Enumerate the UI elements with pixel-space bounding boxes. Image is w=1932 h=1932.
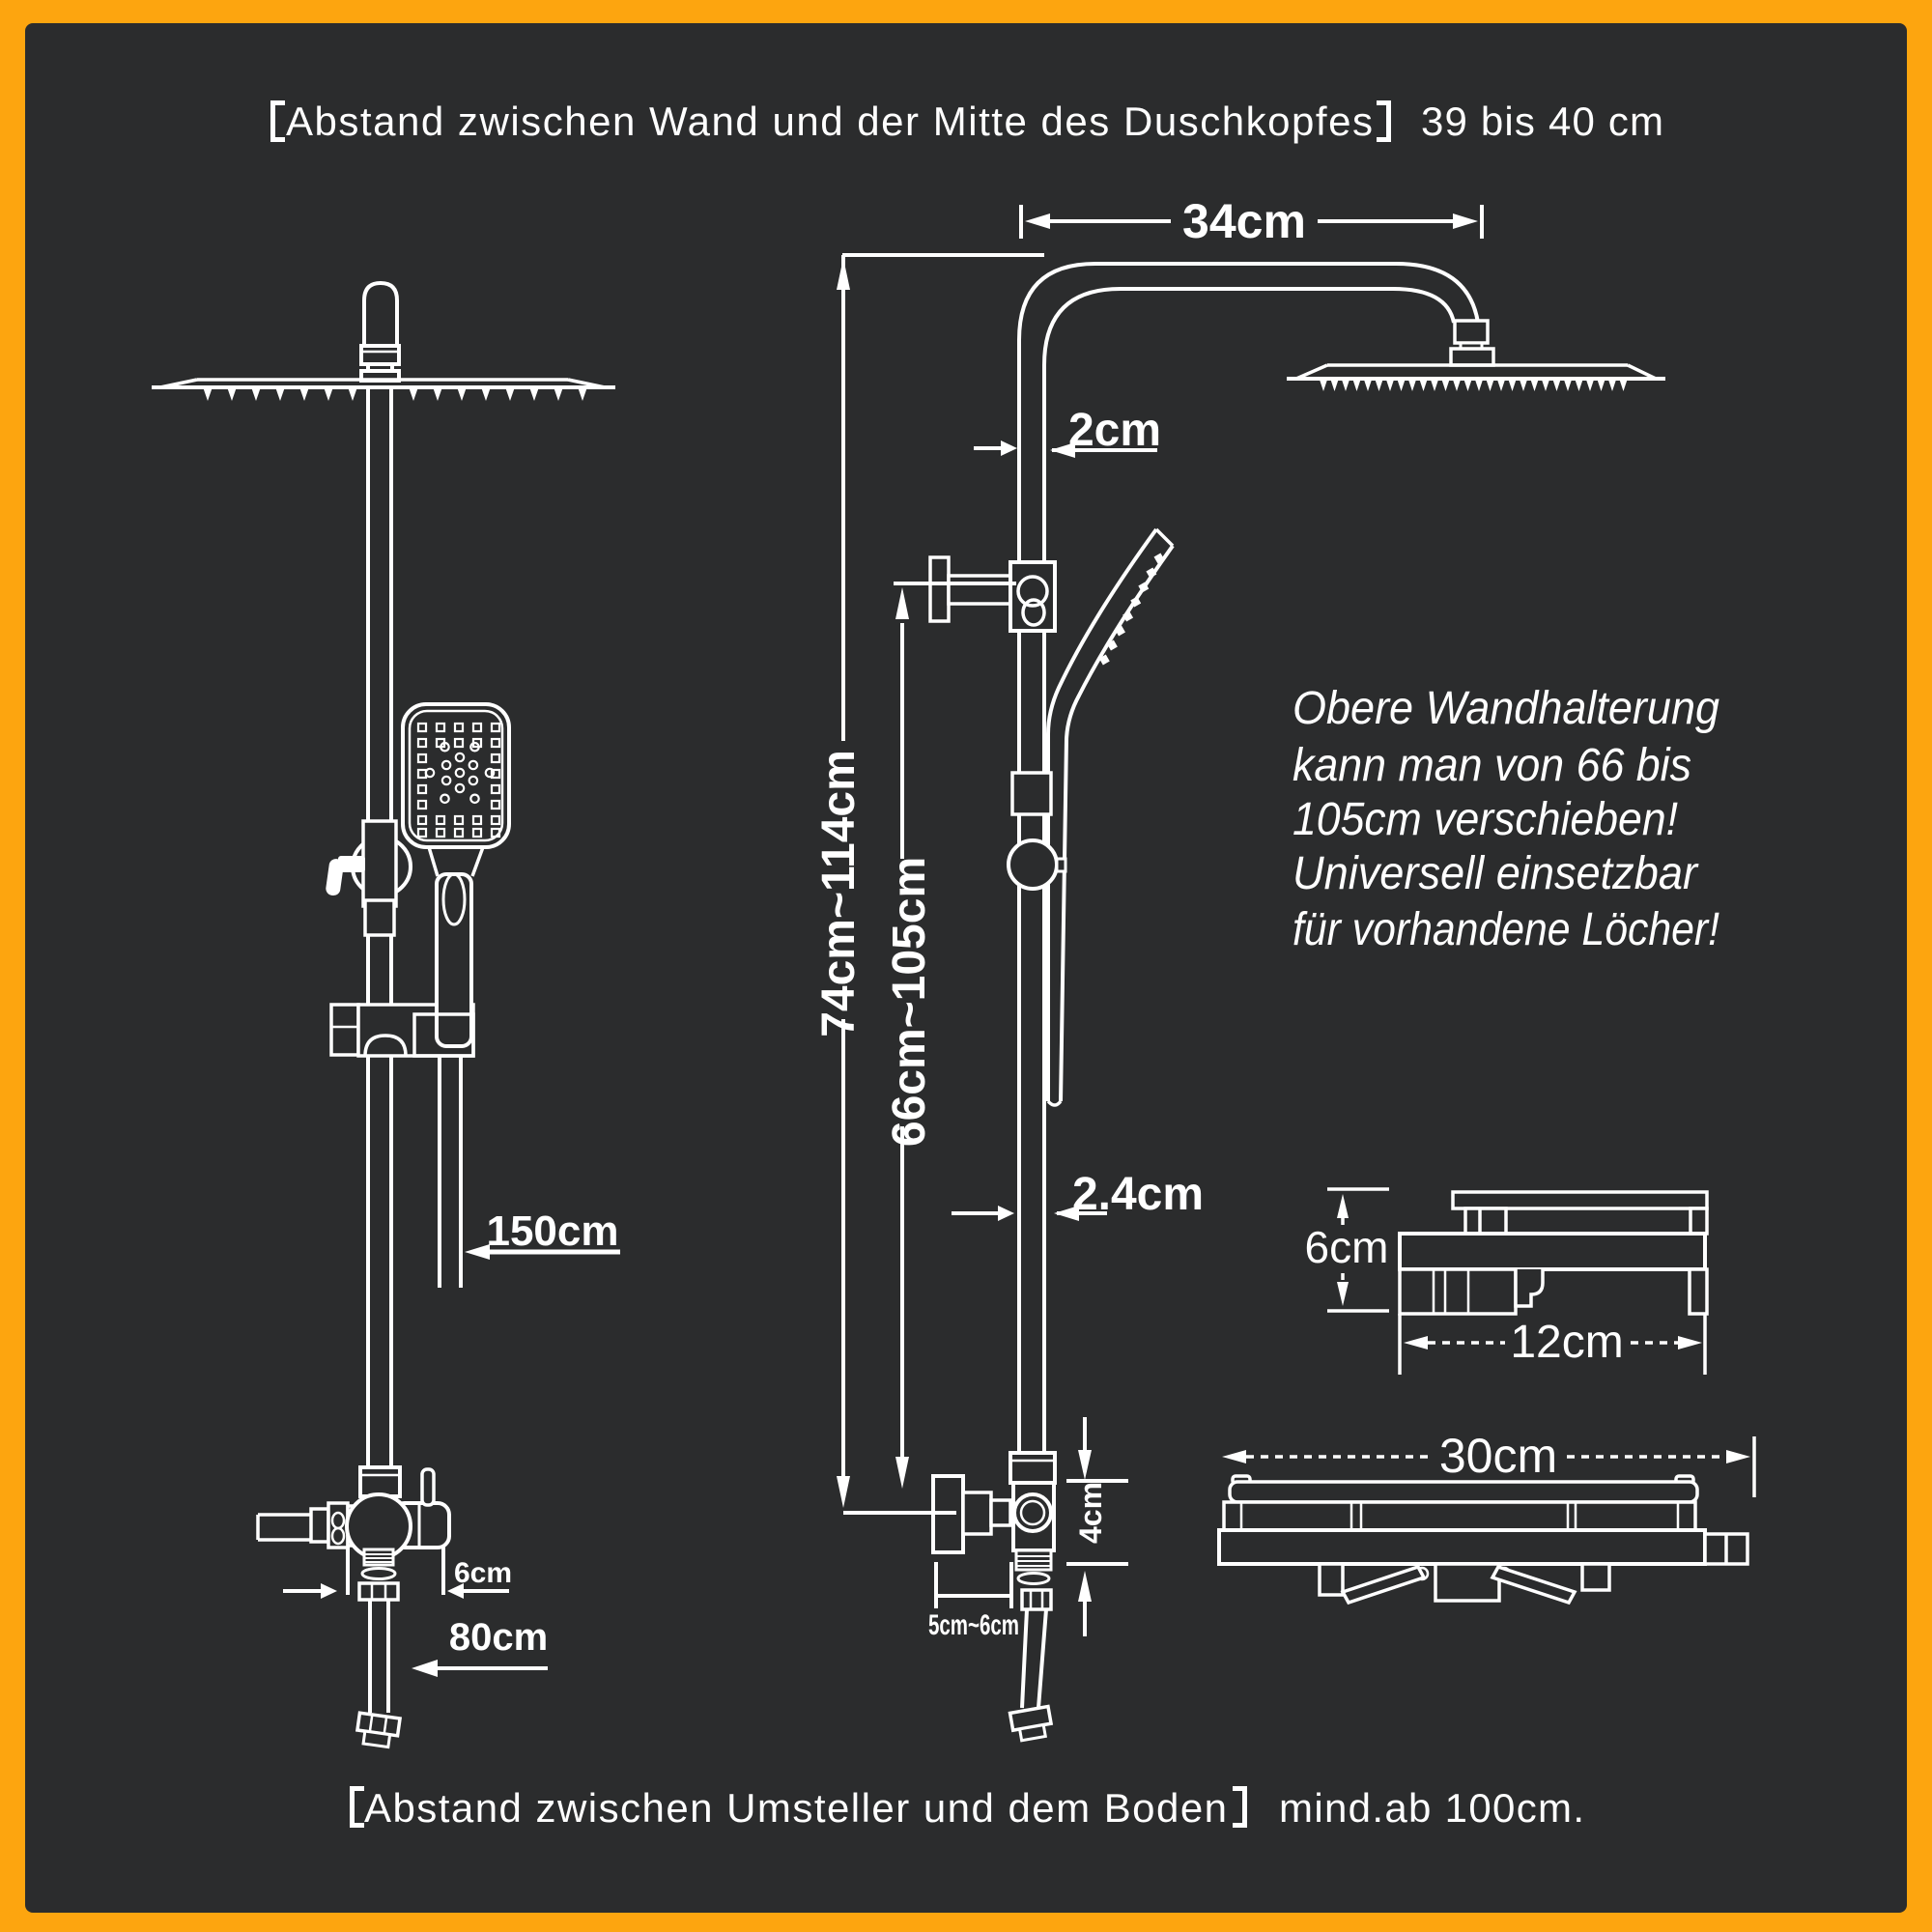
svg-text:74cm~114cm: 74cm~114cm: [813, 750, 865, 1037]
svg-text:4cm: 4cm: [1073, 1482, 1108, 1544]
svg-text:12cm: 12cm: [1510, 1317, 1623, 1368]
svg-text:30cm: 30cm: [1439, 1429, 1557, 1483]
svg-text:5cm~6cm: 5cm~6cm: [928, 1609, 1019, 1641]
svg-text:80cm: 80cm: [449, 1616, 548, 1659]
svg-text:kann man von 66 bis: kann man von 66 bis: [1293, 740, 1691, 791]
svg-text:mind.ab 100cm.: mind.ab 100cm.: [1279, 1785, 1584, 1831]
svg-text:Universell einsetzbar: Universell einsetzbar: [1293, 848, 1699, 899]
svg-text:Abstand zwischen Umsteller und: Abstand zwischen Umsteller und dem Boden: [364, 1785, 1227, 1831]
svg-text:39 bis 40 cm: 39 bis 40 cm: [1421, 99, 1663, 144]
svg-text:Obere Wandhalterung: Obere Wandhalterung: [1293, 683, 1719, 734]
svg-text:für vorhandene Löcher!: für vorhandene Löcher!: [1293, 904, 1719, 955]
svg-text:66cm~105cm: 66cm~105cm: [884, 857, 935, 1147]
svg-text:2.4cm: 2.4cm: [1072, 1169, 1204, 1220]
svg-text:6cm: 6cm: [454, 1557, 512, 1589]
svg-text:2cm: 2cm: [1068, 405, 1161, 456]
svg-text:150cm: 150cm: [486, 1208, 618, 1255]
svg-text:34cm: 34cm: [1182, 194, 1306, 248]
svg-text:Abstand zwischen Wand und der: Abstand zwischen Wand und der Mitte des …: [286, 99, 1373, 144]
svg-text:105cm verschieben!: 105cm verschieben!: [1293, 794, 1678, 845]
svg-text:6cm: 6cm: [1305, 1222, 1389, 1272]
